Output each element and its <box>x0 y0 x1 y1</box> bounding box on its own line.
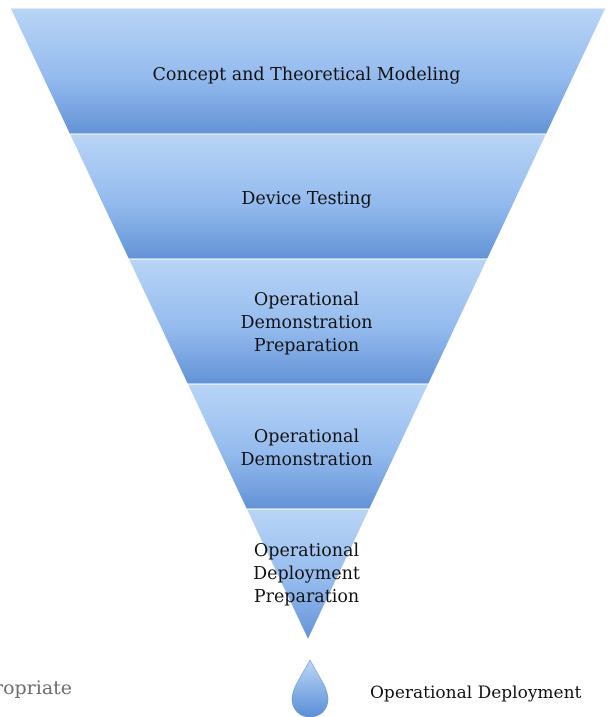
stage-label-line: Deployment <box>253 563 360 584</box>
stage-label-line: Operational <box>253 427 360 447</box>
stage-label-line: Device Testing <box>241 188 372 209</box>
stage-label-line: Preparation <box>253 586 360 607</box>
stage-label-2: Device Testing <box>0 188 613 211</box>
funnel-segments <box>9 7 607 642</box>
stage-label-1: Concept and Theoretical Modeling <box>0 64 613 87</box>
stage-label-line: Demonstration <box>240 312 373 333</box>
stage-label-line: Demonstration <box>240 450 373 470</box>
stage-label-line: Concept and Theoretical Modeling <box>152 64 461 85</box>
droplet-icon <box>291 659 329 717</box>
stage-label-line: Preparation <box>253 335 360 356</box>
stage-label-line: Operational <box>253 540 360 561</box>
funnel-segment-5 <box>245 508 371 642</box>
cropped-text: ropriate <box>0 677 73 699</box>
operational-deployment-label: Operational Deployment <box>370 683 582 703</box>
stage-label-line: Operational <box>253 289 360 310</box>
